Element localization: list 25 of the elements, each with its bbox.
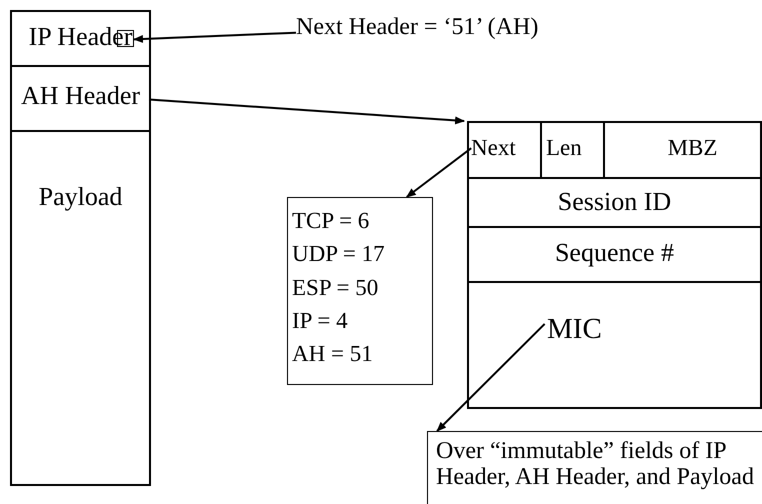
list-item: UDP = 17 (292, 240, 385, 268)
list-item: AH = 51 (292, 340, 373, 368)
arrow (133, 32, 296, 43)
field-label: MBZ (668, 135, 718, 160)
ah-header-box (467, 121, 762, 409)
note-text: Over “immutable” fields of IP Header, AH Header, and Payload (436, 438, 755, 491)
field-label: Session ID (558, 188, 672, 217)
field-label: Sequence # (554, 239, 674, 268)
field-label: MIC (547, 314, 602, 346)
annotation-text: Next Header = ‘51’ (AH) (296, 14, 626, 48)
arrow (406, 147, 472, 198)
header-field (542, 123, 605, 179)
arrow (148, 98, 466, 124)
note-box (427, 431, 762, 504)
field-label: Next (471, 135, 516, 160)
packet-box (10, 10, 151, 486)
field-label: Len (546, 135, 582, 160)
header-field (469, 123, 542, 179)
field-label: Payload (38, 183, 122, 212)
list-item: TCP = 6 (292, 207, 370, 235)
list-item: IP = 4 (292, 307, 348, 336)
arrow (436, 323, 546, 432)
value-list-box (287, 197, 433, 385)
field-label: AH Header (20, 82, 140, 111)
list-item: ESP = 50 (292, 274, 378, 302)
